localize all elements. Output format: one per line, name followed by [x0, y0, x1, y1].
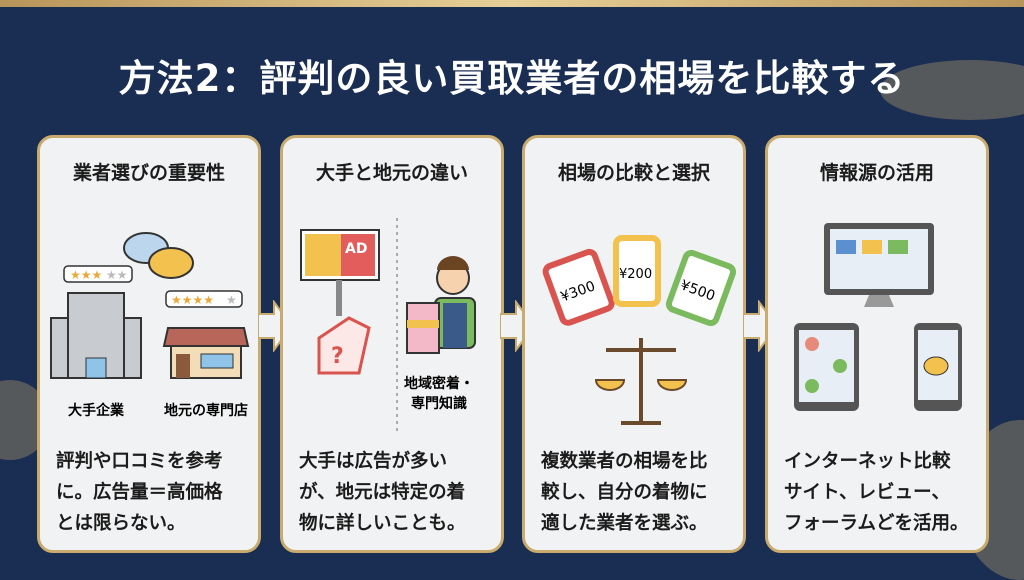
label-local-expertise: 地域密着・ [404, 375, 474, 392]
svg-text:★★★★: ★★★★ [171, 293, 214, 307]
label-large-company: 大手企業 [68, 402, 125, 419]
card-vendor-importance: 業者選びの重要性 ★★★★★ ★★★★★ 大手企業 地元の専門店 評判や口コミを… [37, 135, 261, 553]
price-tag-question-icon: ? [317, 316, 371, 375]
top-gold-bar [0, 0, 1024, 7]
price-tag-icon: ¥300 [542, 248, 615, 326]
decorative-cloud [880, 60, 1024, 120]
card-body: 大手は広告が多いが、地元は特定の着物に詳しいことも。 [299, 451, 466, 534]
card-body: 評判や口コミを参考に。広告量＝高価格とは限らない。 [56, 451, 223, 534]
price-tags-scale-illustration: ¥300 ¥200 ¥500 [542, 235, 737, 425]
tablet-reviews-icon [794, 323, 859, 411]
desktop-monitor-icon [824, 223, 934, 307]
price-tag-icon: ¥500 [665, 249, 737, 327]
card-body: 複数業者の相場を比較し、自分の着物に適した業者を選ぶ。 [541, 451, 708, 534]
svg-text:AD: AD [345, 241, 367, 257]
card-price-comparison: 相場の比較と選択 ¥300 ¥200 ¥500 複数業者の相場を比較し、自分の着… [522, 135, 746, 553]
svg-text:¥200: ¥200 [619, 267, 652, 282]
card-info-sources: 情報源の活用 インターネット比較サイト、レビュー、フォーラムどを活用。 [765, 135, 989, 553]
devices-illustration [794, 223, 962, 411]
card-body: インターネット比較サイト、レビュー、フォーラムどを活用。 [784, 451, 969, 534]
card-title: 大手と地元の違い [315, 162, 468, 184]
page-title: 方法2：評判の良い買取業者の相場を比較する [118, 57, 906, 100]
rating-4-stars-icon: ★★★★★ [165, 290, 243, 308]
svg-text:?: ? [331, 344, 344, 369]
label-local-shop: 地元の専門店 [164, 402, 248, 419]
svg-text:★★★: ★★★ [70, 268, 102, 282]
card-title: 相場の比較と選択 [557, 162, 710, 184]
local-shop-icon [162, 327, 250, 379]
ad-vs-local-illustration: AD ? 地域密着・ 専門知識 [300, 218, 476, 433]
office-building-icon [50, 292, 142, 379]
balance-scale-icon [594, 338, 688, 425]
smartphone-chat-icon [914, 323, 962, 411]
shopkeeper-kimono-icon [406, 256, 476, 354]
card-major-vs-local: 大手と地元の違い AD ? 地域密着・ 専門知識 大手は広告が多いが、地元は特定… [280, 135, 504, 553]
speech-bubble-icon [123, 232, 194, 279]
billboard-icon: AD [300, 229, 380, 316]
buildings-reviews-illustration: ★★★★★ ★★★★★ 大手企業 地元の専門店 [50, 232, 250, 419]
svg-text:★: ★ [226, 293, 237, 307]
card-title: 情報源の活用 [819, 162, 934, 184]
rating-3-stars-icon: ★★★★★ [63, 265, 133, 283]
card-title: 業者選びの重要性 [72, 162, 225, 184]
price-tag-icon: ¥200 [613, 235, 661, 307]
svg-text:専門知識: 専門知識 [411, 395, 467, 412]
svg-text:★★: ★★ [106, 268, 128, 282]
